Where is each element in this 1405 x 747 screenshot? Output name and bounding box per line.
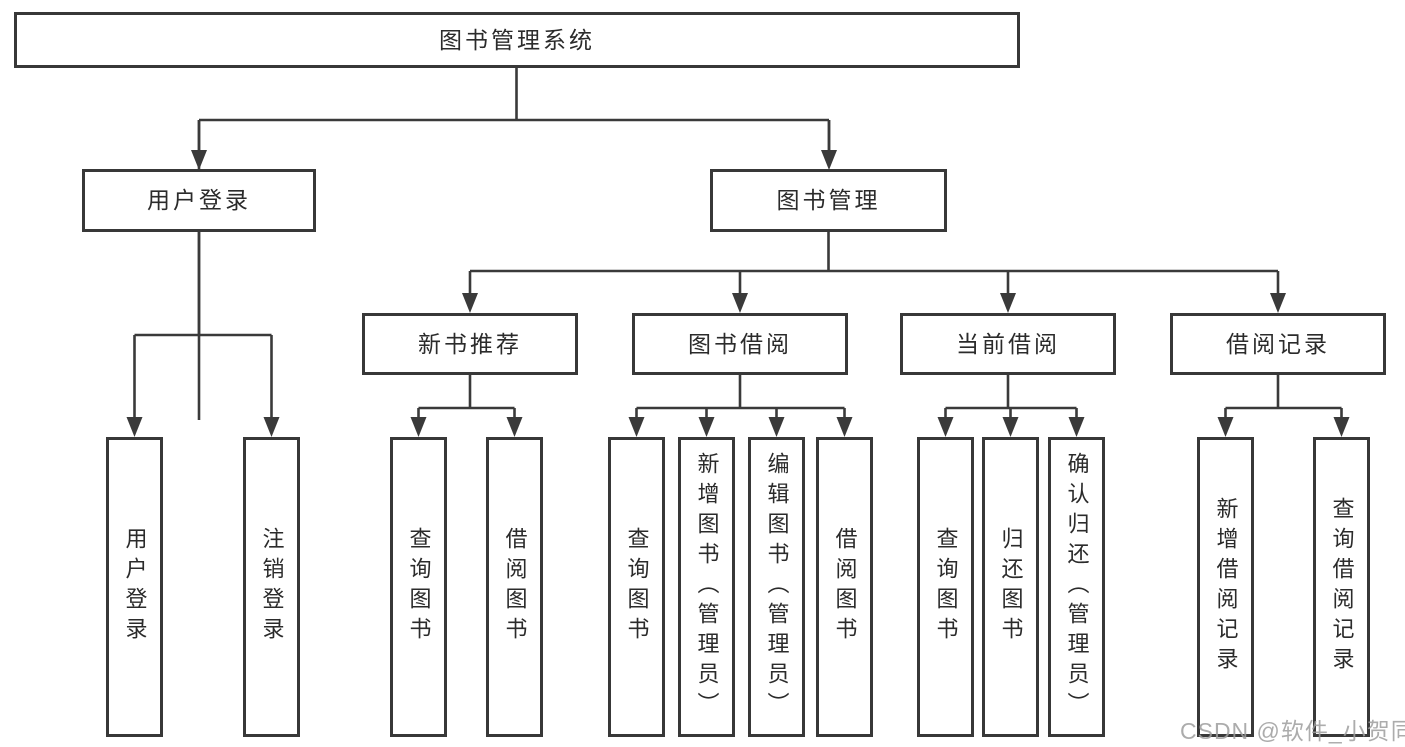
node-label: 借阅记录: [1226, 330, 1330, 357]
node-label: 新增图书（管理员）: [694, 452, 720, 722]
leaf-confirm-return-admin: 确认归还（管理员）: [1048, 437, 1105, 737]
leaf-user-login: 用户登录: [106, 437, 163, 737]
leaf-add-book-admin: 新增图书（管理员）: [678, 437, 735, 737]
node-label: 编辑图书（管理员）: [764, 452, 790, 722]
csdn-watermark: CSDN @软件_小贺同学: [1180, 718, 1405, 744]
node-book-borrow: 图书借阅: [632, 313, 848, 375]
node-label: 新增借阅记录: [1213, 497, 1239, 677]
leaf-query-books-borrow: 查询图书: [608, 437, 665, 737]
connector-root-arrows: [191, 120, 837, 170]
connector-book-borrow-branch: [628, 375, 853, 437]
node-label: 当前借阅: [956, 330, 1060, 357]
leaf-borrow-books-recommend: 借阅图书: [486, 437, 543, 737]
node-label: 新书推荐: [418, 330, 522, 357]
node-label: 用户登录: [147, 187, 251, 213]
node-label: 用户登录: [122, 527, 148, 647]
leaf-add-borrow-record: 新增借阅记录: [1197, 437, 1254, 737]
connector-current-borrow-branch: [937, 375, 1085, 437]
leaf-return-book: 归还图书: [982, 437, 1039, 737]
node-label: 注销登录: [259, 527, 285, 647]
connector-new-book-branch: [410, 375, 523, 437]
node-label: 查询图书: [933, 527, 959, 647]
leaf-borrow-books: 借阅图书: [816, 437, 873, 737]
node-label: 借阅图书: [502, 527, 528, 647]
node-label: 查询图书: [624, 527, 650, 647]
connector-book-management-branch: [462, 232, 1286, 313]
leaf-query-books-recommend: 查询图书: [390, 437, 447, 737]
node-library-management-system: 图书管理系统: [14, 12, 1020, 68]
node-label: 查询图书: [406, 527, 432, 647]
node-new-book-recommend: 新书推荐: [362, 313, 578, 375]
node-book-management: 图书管理: [710, 169, 947, 232]
node-label: 借阅图书: [832, 527, 858, 647]
leaf-edit-book-admin: 编辑图书（管理员）: [748, 437, 805, 737]
leaf-query-borrow-record: 查询借阅记录: [1313, 437, 1370, 737]
node-current-borrow: 当前借阅: [900, 313, 1116, 375]
leaf-logout: 注销登录: [243, 437, 300, 737]
node-label: 图书借阅: [688, 330, 792, 357]
node-borrow-records: 借阅记录: [1170, 313, 1386, 375]
connector-borrow-records-branch: [1217, 375, 1350, 437]
node-label: 图书管理: [776, 187, 881, 213]
connector-user-login-branch: [126, 232, 280, 437]
node-label: 查询借阅记录: [1329, 497, 1355, 677]
node-label: 确认归还（管理员）: [1064, 452, 1090, 722]
node-label: 图书管理系统: [439, 26, 595, 53]
leaf-query-books-current: 查询图书: [917, 437, 974, 737]
node-label: 归还图书: [998, 527, 1024, 647]
node-user-login-group: 用户登录: [82, 169, 316, 232]
